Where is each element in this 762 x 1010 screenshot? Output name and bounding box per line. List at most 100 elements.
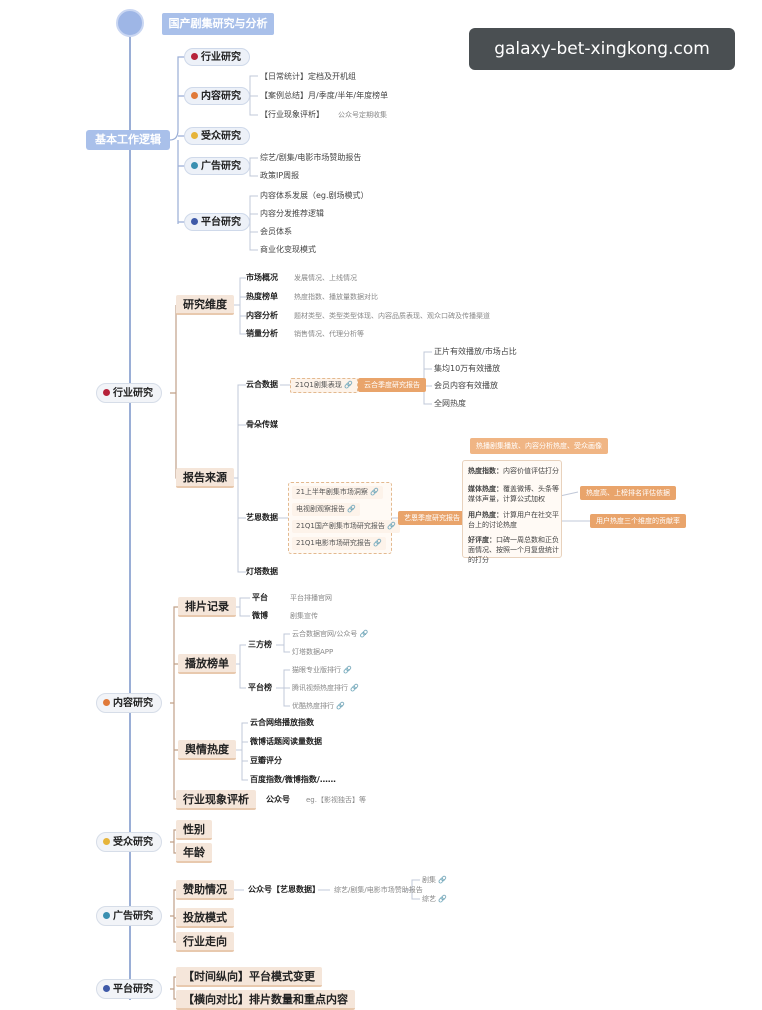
number-dot-icon: [191, 53, 198, 60]
yiyi-box-1: 电视剧观察报告 🔗: [292, 503, 360, 516]
dim-market-note: 发展情况、上线情况: [294, 274, 357, 282]
basic-item-content: 内容研究: [184, 87, 250, 105]
ad-sub-ip: 政策IP周报: [260, 171, 300, 180]
number-dot-icon: [103, 838, 110, 845]
yiyi-side-tag-1: 用户热度三个维度的贡献率: [590, 514, 686, 528]
audience-gender: 性别: [176, 820, 212, 840]
link-icon: 🔗: [373, 539, 382, 547]
sponsor-note: 综艺/剧集/电影市场赞助报告: [334, 886, 423, 894]
ranking-platform-2: 优酷热度排行 🔗: [292, 702, 345, 710]
cloud-item-1: 集均10万有效播放: [434, 364, 501, 373]
cloud-item-0: 正片有效播放/市场占比: [434, 347, 517, 356]
link-icon: 🔗: [438, 876, 447, 884]
src-cloud: 云合数据: [246, 380, 278, 389]
basic-logic-node: 基本工作逻辑: [86, 130, 170, 150]
ranking-platform: 平台榜: [248, 683, 272, 692]
ranking-third: 三方榜: [248, 640, 272, 649]
number-dot-icon: [191, 132, 198, 139]
heat-node: 舆情热度: [178, 740, 236, 760]
ad-trend: 行业走向: [176, 932, 234, 952]
dim-content-note: 题材类型、类型类型体现、内容品质表现、观众口碑及传播渠道: [294, 312, 490, 320]
industry-node: 行业研究: [96, 383, 162, 403]
yiyi-box-3: 21Q1电影市场研究报告 🔗: [292, 537, 386, 550]
src-other: 灯塔数据: [246, 567, 278, 576]
link-icon: 🔗: [336, 702, 345, 710]
number-dot-icon: [103, 985, 110, 992]
content-node: 内容研究: [96, 693, 162, 713]
cloud-item-2: 会员内容有效播放: [434, 381, 498, 390]
watermark-banner: galaxy-bet-xingkong.com: [469, 28, 735, 70]
dim-content: 内容分析: [246, 311, 278, 320]
yiyi-box-0: 21上半年剧集市场洞察 🔗: [292, 486, 383, 499]
audience-age: 年龄: [176, 843, 212, 863]
sponsor-account: 公众号【艺恩数据】: [248, 885, 320, 894]
heat-item-3: 百度指数/微博指数/……: [250, 775, 336, 784]
dim-heat-note: 热度指数、播放量数据对比: [294, 293, 378, 301]
link-icon: 🔗: [370, 488, 379, 496]
yiyi-box-2: 21Q1国产剧集市场研究报告 🔗: [292, 520, 400, 533]
ranking-third-1: 灯塔数据APP: [292, 648, 334, 656]
content-sub-phenom: 【行业现象评析】: [260, 110, 324, 119]
platform-sub-2: 会员体系: [260, 227, 292, 236]
heat-item-0: 云合网络播放指数: [250, 718, 314, 727]
src-film: 骨朵传媒: [246, 420, 278, 429]
basic-item-audience: 受众研究: [184, 127, 250, 145]
content-sub-case: 【案例总结】月/季度/半年/年度榜单: [260, 91, 389, 100]
platform-node: 平台研究: [96, 979, 162, 999]
dim-market: 市场概况: [246, 273, 278, 282]
link-icon: 🔗: [344, 381, 353, 389]
yiyi-side-tag-0: 热度高、上榜排名评估依据: [580, 486, 676, 500]
cloud-item-3: 全网热度: [434, 399, 466, 408]
link-icon: 🔗: [438, 895, 447, 903]
yiyi-detail-0: 热度指数：内容价值评估打分: [468, 467, 559, 475]
src-yiyi: 艺恩数据: [246, 513, 278, 522]
link-icon: 🔗: [387, 522, 396, 530]
basic-item-industry: 行业研究: [184, 48, 250, 66]
number-dot-icon: [103, 912, 110, 919]
yiyi-report-tag: 艺恩季度研究报告: [398, 511, 466, 525]
ranking-node: 播放榜单: [178, 654, 236, 674]
phenom-node: 行业现象评析: [176, 790, 256, 810]
content-sub-daily: 【日常统计】定档及开机组: [260, 72, 356, 81]
ranking-third-0: 云合数据官网/公众号 🔗: [292, 630, 369, 638]
phenom-account: 公众号: [266, 795, 290, 804]
platform-time: 【时间纵向】平台模式变更: [176, 967, 322, 987]
sponsor-variety: 综艺 🔗: [422, 895, 447, 903]
dim-heat: 热度榜单: [246, 292, 278, 301]
audience-node: 受众研究: [96, 832, 162, 852]
link-icon: 🔗: [359, 630, 369, 638]
schedule-node: 排片记录: [178, 597, 236, 617]
ad-node: 广告研究: [96, 906, 162, 926]
platform-sub-1: 内容分发推荐逻辑: [260, 209, 324, 218]
dim-sales-note: 销售情况、代理分析等: [294, 330, 364, 338]
platform-compare: 【横向对比】排片数量和重点内容: [176, 990, 355, 1010]
link-icon: 🔗: [350, 684, 359, 692]
number-dot-icon: [191, 218, 198, 225]
yiyi-top-tag: 热播剧集播放、内容分析热度、受众画像: [470, 438, 608, 454]
yiyi-detail-1: 媒体热度：覆盖微博、头条等媒体声量，计算公式加权: [468, 485, 559, 503]
ad-mode: 投放模式: [176, 908, 234, 928]
platform-sub-0: 内容体系发展（eg.剧场模式）: [260, 191, 369, 200]
platform-sub-3: 商业化变现模式: [260, 245, 316, 254]
heat-item-1: 微博话题阅读量数据: [250, 737, 322, 746]
report-src-node: 报告来源: [176, 468, 234, 488]
root-node-circle: [116, 9, 144, 37]
ranking-platform-0: 猫眼专业版排行 🔗: [292, 666, 352, 674]
link-icon: 🔗: [347, 505, 356, 513]
yiyi-detail-2: 用户热度：计算用户在社交平台上的讨论热度: [468, 511, 559, 529]
link-icon: 🔗: [343, 666, 352, 674]
ad-sub-report: 综艺/剧集/电影市场赞助报告: [260, 153, 362, 162]
schedule-weibo-note: 剧集宣传: [290, 612, 318, 620]
yiyi-detail-box: [462, 460, 562, 558]
sponsor-drama: 剧集 🔗: [422, 876, 447, 884]
ranking-platform-1: 腾讯视频热度排行 🔗: [292, 684, 359, 692]
research-dim-node: 研究维度: [176, 295, 234, 315]
schedule-platform: 平台: [252, 593, 268, 602]
cloud-box-21q1: 21Q1剧集表现 🔗: [290, 378, 358, 393]
yiyi-detail-3: 好评度：口碑一周总数和正负面情况、按照一个月复盘统计的打分: [468, 536, 559, 564]
root-title: 国产剧集研究与分析: [162, 13, 274, 35]
phenom-note: eg.【影视独舌】等: [306, 796, 366, 804]
sponsor-node: 赞助情况: [176, 880, 234, 900]
cloud-report-tag: 云合季度研究报告: [358, 378, 426, 392]
number-dot-icon: [103, 699, 110, 706]
